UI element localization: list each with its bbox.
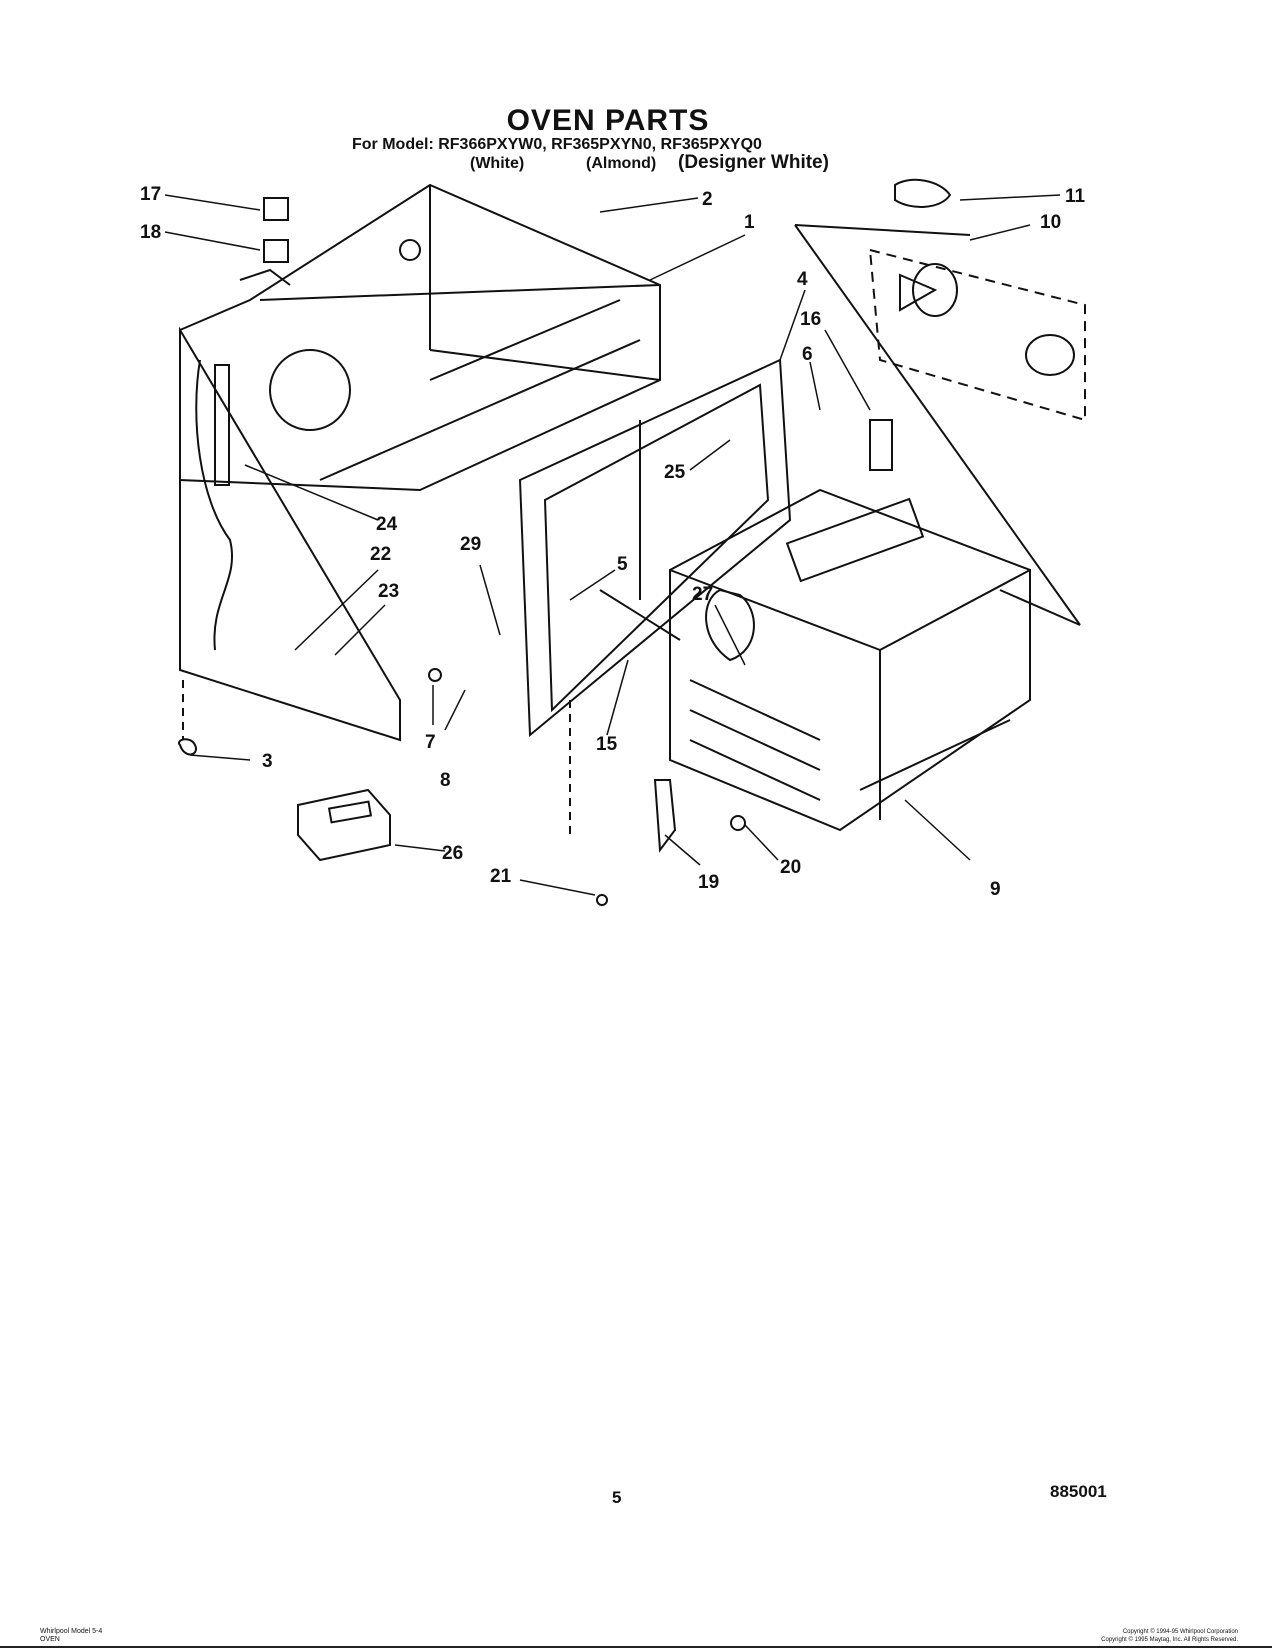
callout-21: 21 (490, 866, 512, 887)
variant-almond: (Almond) (586, 155, 657, 172)
callout-4: 4 (797, 269, 808, 290)
front-frame-drawing (518, 358, 792, 738)
footer-left-line1: Whirlpool Model 5-4 (40, 1628, 103, 1635)
callout-17: 17 (140, 184, 161, 205)
callout-18: 18 (140, 222, 161, 243)
page-number: 5 (612, 1488, 622, 1507)
callout-9: 9 (990, 879, 1001, 900)
leader-lines (164, 194, 1061, 896)
footer-left: Whirlpool Model 5-4 OVEN (40, 1628, 102, 1644)
variant-designer-white: (Designer White) (678, 152, 829, 173)
variant-white: (White) (470, 155, 525, 172)
bottom-rule (0, 1646, 1272, 1648)
footer-copyright: Copyright © 1994-95 Whirlpool Corporatio… (1058, 1628, 1238, 1644)
callout-24: 24 (376, 514, 398, 535)
callout-15: 15 (596, 734, 618, 755)
oven-liner-drawing (669, 488, 1031, 832)
callout-11: 11 (1065, 186, 1086, 207)
callout-labels: 1 2 3 4 5 6 7 8 9 10 11 15 16 17 18 19 2… (140, 184, 1086, 900)
callout-22: 22 (370, 544, 391, 565)
document-number: 885001 (1050, 1482, 1107, 1501)
light-assembly-drawing (794, 178, 1086, 626)
callout-10: 10 (1040, 212, 1061, 233)
callout-5: 5 (617, 554, 628, 575)
callout-6: 6 (802, 344, 813, 365)
footer-copyright-line1: Copyright © 1994-95 Whirlpool Corporatio… (1122, 1629, 1238, 1635)
callout-8: 8 (440, 770, 451, 791)
callout-2: 2 (702, 189, 713, 210)
footer-copyright-line2: Copyright © 1995 Maytag, Inc. All Rights… (1101, 1637, 1238, 1643)
callout-23: 23 (378, 581, 399, 602)
callout-7: 7 (425, 732, 436, 753)
callout-19: 19 (698, 872, 719, 893)
footer-left-line2: OVEN (40, 1636, 60, 1643)
oven-parts-diagram: 1 2 3 4 5 6 7 8 9 10 11 15 16 17 18 19 2… (140, 178, 1086, 906)
page-title: OVEN PARTS (506, 104, 710, 137)
callout-25: 25 (664, 462, 686, 483)
callout-16: 16 (800, 309, 821, 330)
callout-26: 26 (442, 843, 463, 864)
callout-3: 3 (262, 751, 273, 772)
small-parts-drawing (178, 197, 893, 906)
callout-20: 20 (780, 857, 801, 878)
callout-1: 1 (744, 212, 755, 233)
callout-27: 27 (692, 584, 713, 605)
callout-29: 29 (460, 534, 481, 555)
oven-cavity-drawing (179, 183, 661, 742)
model-line: For Model: RF366PXYW0, RF365PXYN0, RF365… (352, 136, 762, 153)
